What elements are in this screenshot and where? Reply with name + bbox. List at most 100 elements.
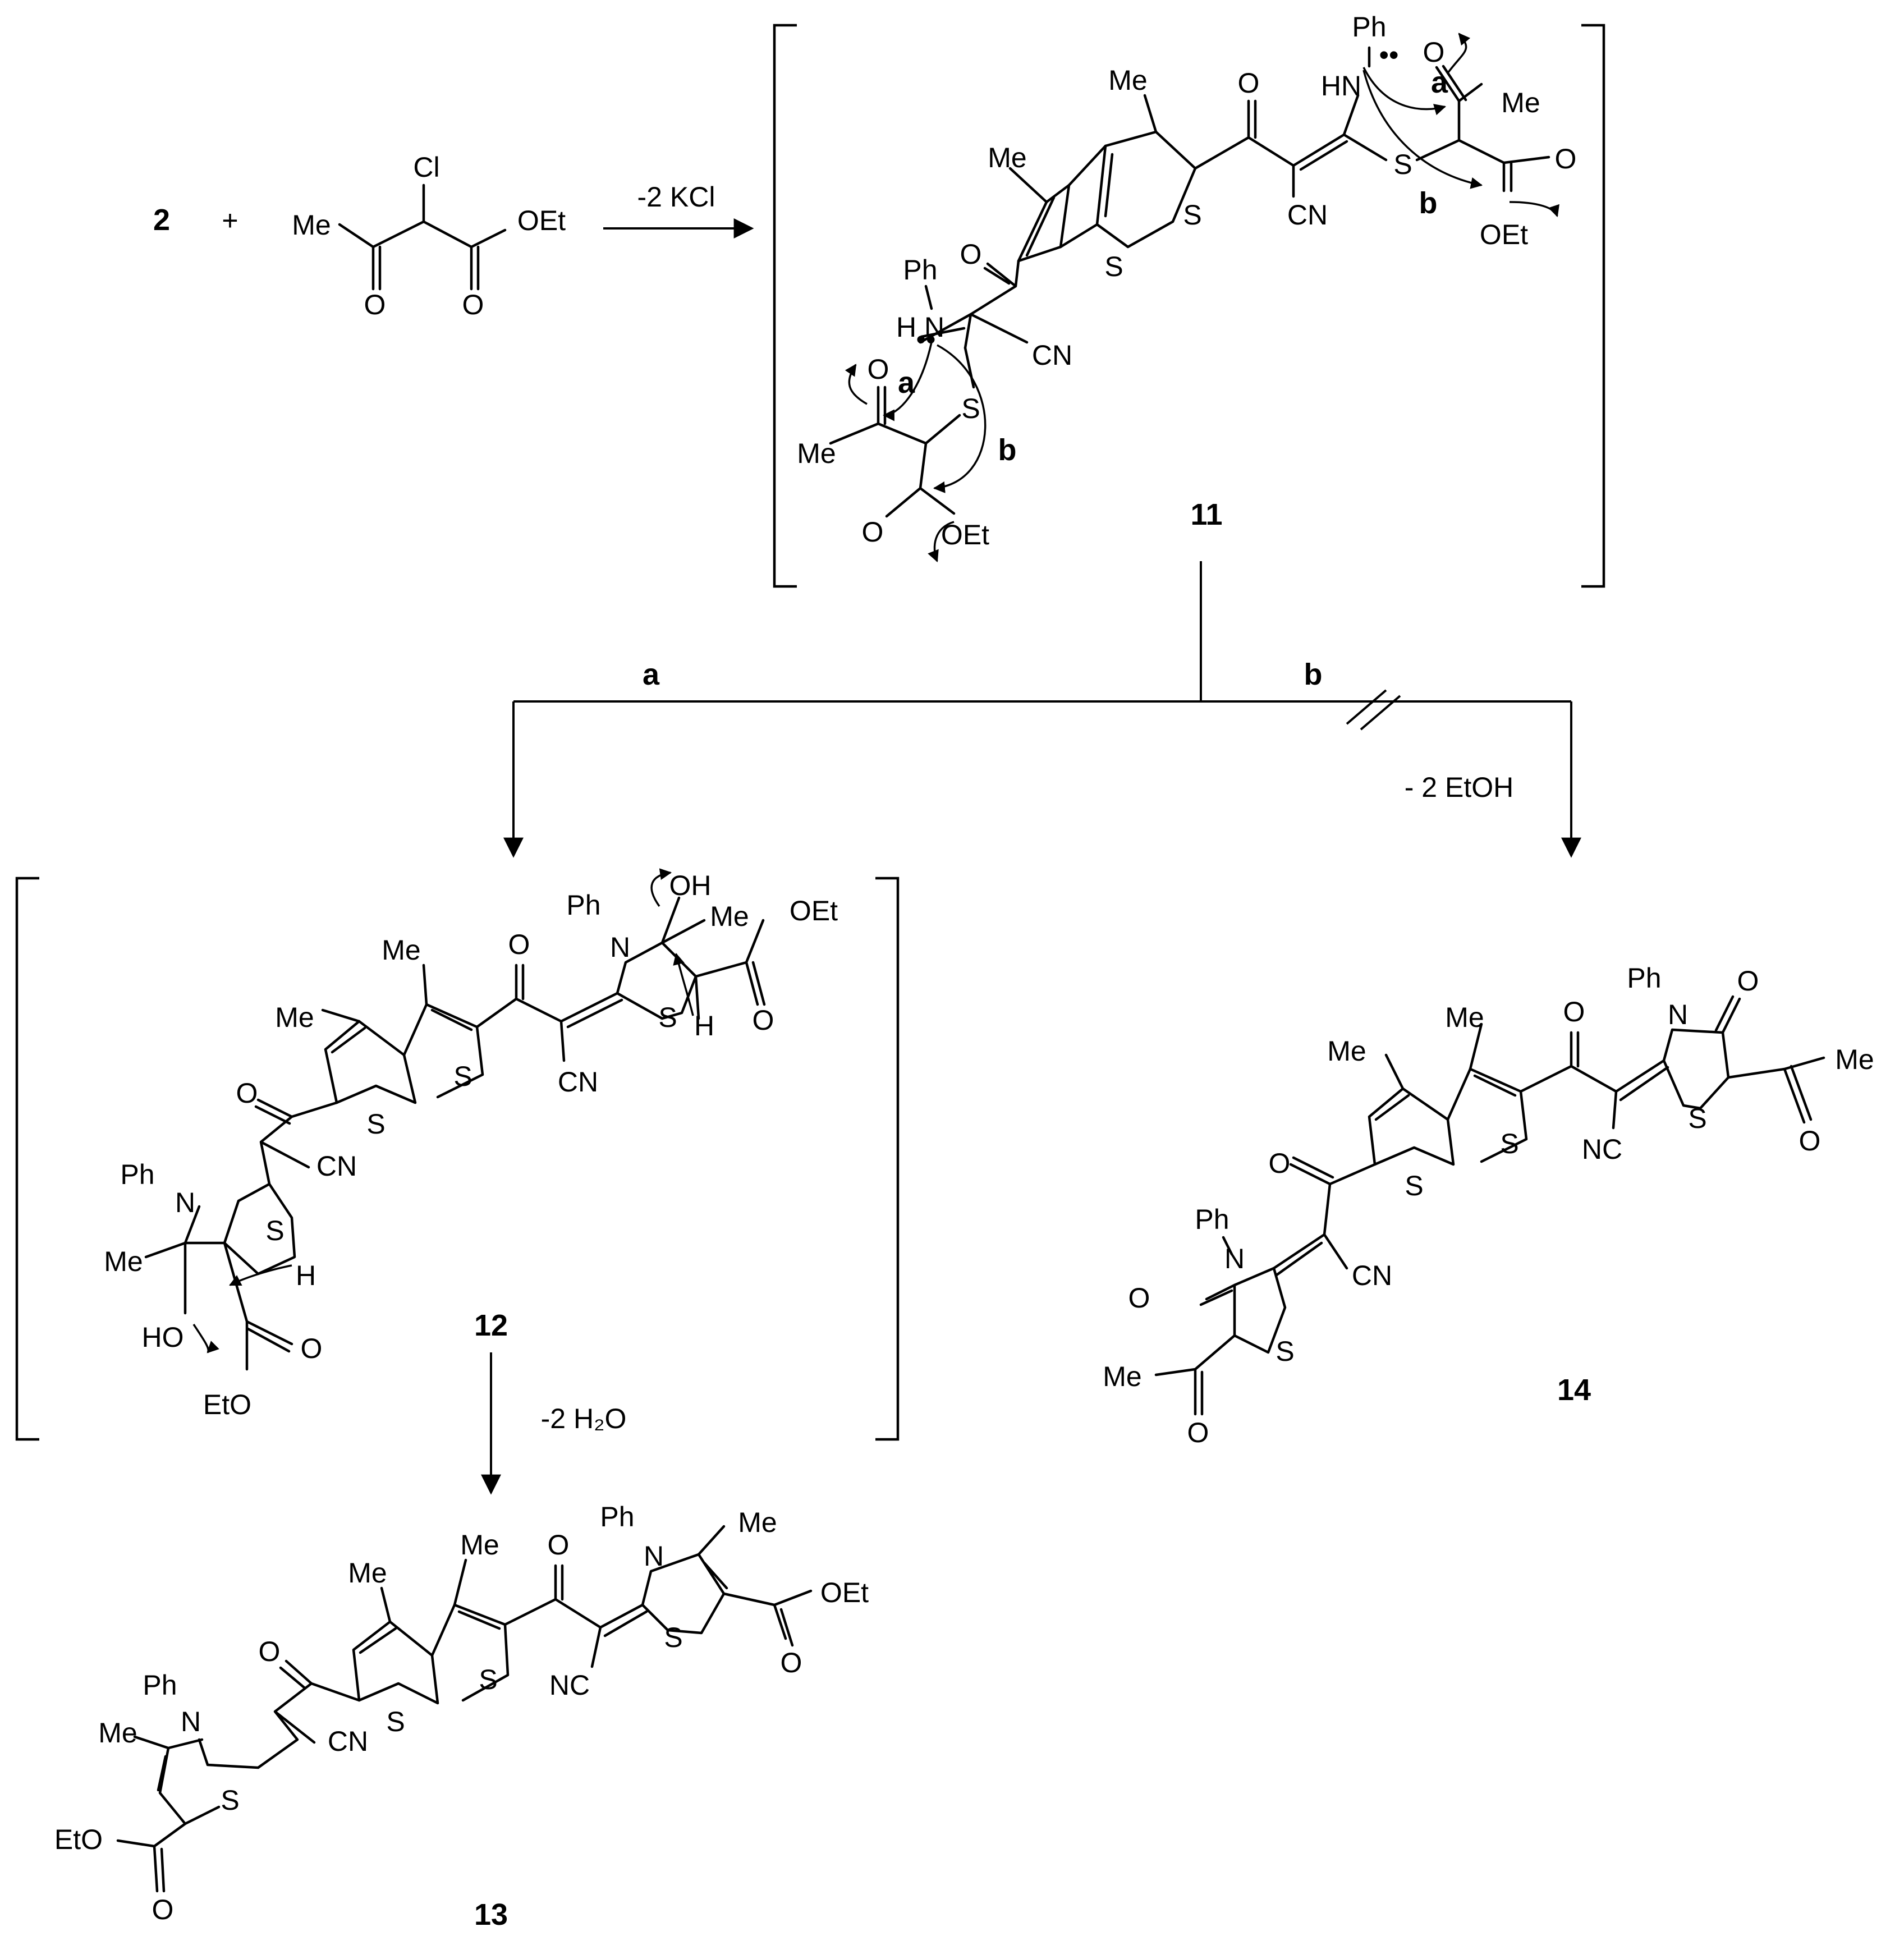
intermediate-12-label: 12	[474, 1309, 508, 1342]
me-label: Me	[98, 1717, 137, 1749]
o-label: O	[1238, 67, 1260, 99]
me-label: Me	[1108, 65, 1147, 96]
reactant-group: 2 + Me Cl O O OEt	[153, 152, 566, 320]
hn-label: HN	[1321, 70, 1361, 102]
o-label: O	[753, 1004, 774, 1036]
cn-label: CN	[1352, 1260, 1392, 1291]
o-label: O	[960, 238, 982, 270]
o-label: O	[508, 929, 530, 960]
condition-step1: -2 KCl	[637, 181, 715, 213]
pathway-a-label: a	[643, 658, 660, 691]
s-label: S	[1104, 251, 1123, 282]
eto-label: EtO	[54, 1824, 103, 1855]
o-label: O	[462, 289, 484, 320]
nc-label: NC	[549, 1669, 590, 1701]
plus-sign: +	[222, 205, 238, 236]
s-label: S	[479, 1664, 497, 1695]
oet-label: OEt	[820, 1577, 869, 1608]
blocked-route-mark	[1346, 689, 1401, 731]
o-label: O	[1563, 996, 1585, 1027]
h-label: H	[896, 311, 916, 343]
s-label: S	[961, 393, 980, 424]
o-label: O	[1128, 1282, 1150, 1314]
me-label: Me	[382, 934, 420, 966]
oh-label: OH	[669, 870, 712, 901]
me-label: Me	[460, 1529, 499, 1561]
me-label: Me	[988, 142, 1026, 173]
o-label: O	[1423, 36, 1445, 68]
me-label: Me	[797, 438, 836, 469]
n-label: N	[644, 1540, 664, 1572]
ph-label: Ph	[566, 889, 600, 921]
nc-label: NC	[1582, 1134, 1622, 1165]
me-label: Me	[1103, 1361, 1141, 1392]
o-label: O	[364, 289, 386, 320]
arrow-b-label: b	[998, 433, 1017, 467]
o-label: O	[1555, 143, 1577, 175]
me-label: Me	[1327, 1035, 1366, 1067]
ph-label: Ph	[143, 1669, 177, 1701]
ph-label: Ph	[903, 254, 937, 286]
ph-label: Ph	[1352, 11, 1386, 43]
arrow-a-label: a	[898, 366, 915, 400]
product-14-structure: S S Me Me O NC N Ph O S Me O O CN N Ph O…	[1103, 962, 1874, 1448]
cn-label: CN	[558, 1066, 598, 1098]
o-label: O	[301, 1333, 323, 1364]
condition-loss-ethanol: - 2 EtOH	[1405, 772, 1513, 803]
bracket-right-12	[875, 877, 900, 1441]
pathway-b-label: b	[1304, 658, 1323, 691]
cn-label: CN	[1032, 340, 1072, 371]
ph-label: Ph	[1627, 962, 1661, 994]
intermediate-11-structure: S S Me Me O CN HN Ph •• S O Me O OEt b a…	[797, 11, 1577, 562]
o-label: O	[862, 516, 884, 548]
me-label: Me	[104, 1246, 143, 1277]
cl-label: Cl	[413, 152, 439, 183]
me-label: Me	[738, 1507, 777, 1538]
arrow-a-label: a	[1431, 66, 1448, 99]
ho-label: HO	[142, 1322, 184, 1353]
n-label: N	[1668, 999, 1688, 1030]
arrow-b-label: b	[1419, 186, 1438, 220]
o-label: O	[236, 1077, 258, 1109]
ph-label: Ph	[600, 1501, 634, 1533]
s-label: S	[1405, 1170, 1423, 1201]
s-label: S	[221, 1784, 239, 1816]
n-label: N	[924, 311, 944, 343]
me-label: Me	[275, 1002, 314, 1033]
s-label: S	[386, 1706, 405, 1737]
me-label: Me	[348, 1557, 387, 1589]
ethyl-2-chloroacetoacetate: Me Cl O O OEt	[292, 152, 566, 320]
oet-label: OEt	[790, 895, 838, 926]
o-label: O	[1737, 965, 1759, 997]
cn-label: CN	[328, 1726, 368, 1757]
bracket-right-11	[1581, 24, 1605, 588]
cn-label: CN	[316, 1150, 357, 1182]
n-label: N	[175, 1187, 195, 1218]
o-label: O	[1799, 1125, 1821, 1157]
ph-label: Ph	[120, 1159, 154, 1190]
s-label: S	[1688, 1103, 1706, 1134]
o-label: O	[152, 1894, 174, 1925]
me-label: Me	[710, 901, 749, 932]
ph-label: Ph	[1195, 1204, 1229, 1235]
s-label: S	[265, 1215, 284, 1246]
bracket-left-11	[773, 24, 797, 588]
me-label: Me	[1501, 87, 1540, 118]
s-label: S	[1500, 1128, 1518, 1159]
oet-label: OEt	[1480, 219, 1528, 250]
me-label: Me	[292, 209, 331, 241]
oet-label: OEt	[517, 205, 566, 236]
h-label: H	[296, 1260, 316, 1291]
lone-pair: ••	[916, 324, 935, 355]
o-label: O	[548, 1529, 570, 1561]
s-label: S	[366, 1108, 385, 1140]
s-label: S	[1276, 1336, 1294, 1367]
product-14-label: 14	[1557, 1373, 1591, 1407]
o-label: O	[781, 1647, 802, 1678]
compound-2-label: 2	[153, 203, 170, 237]
o-label: O	[868, 354, 889, 385]
product-13-label: 13	[474, 1898, 508, 1932]
intermediate-12-structure: S S Me Me O CN N Ph S OH Me OEt O H O CN…	[104, 868, 838, 1420]
o-label: O	[1269, 1148, 1291, 1179]
me-label: Me	[1445, 1002, 1484, 1033]
